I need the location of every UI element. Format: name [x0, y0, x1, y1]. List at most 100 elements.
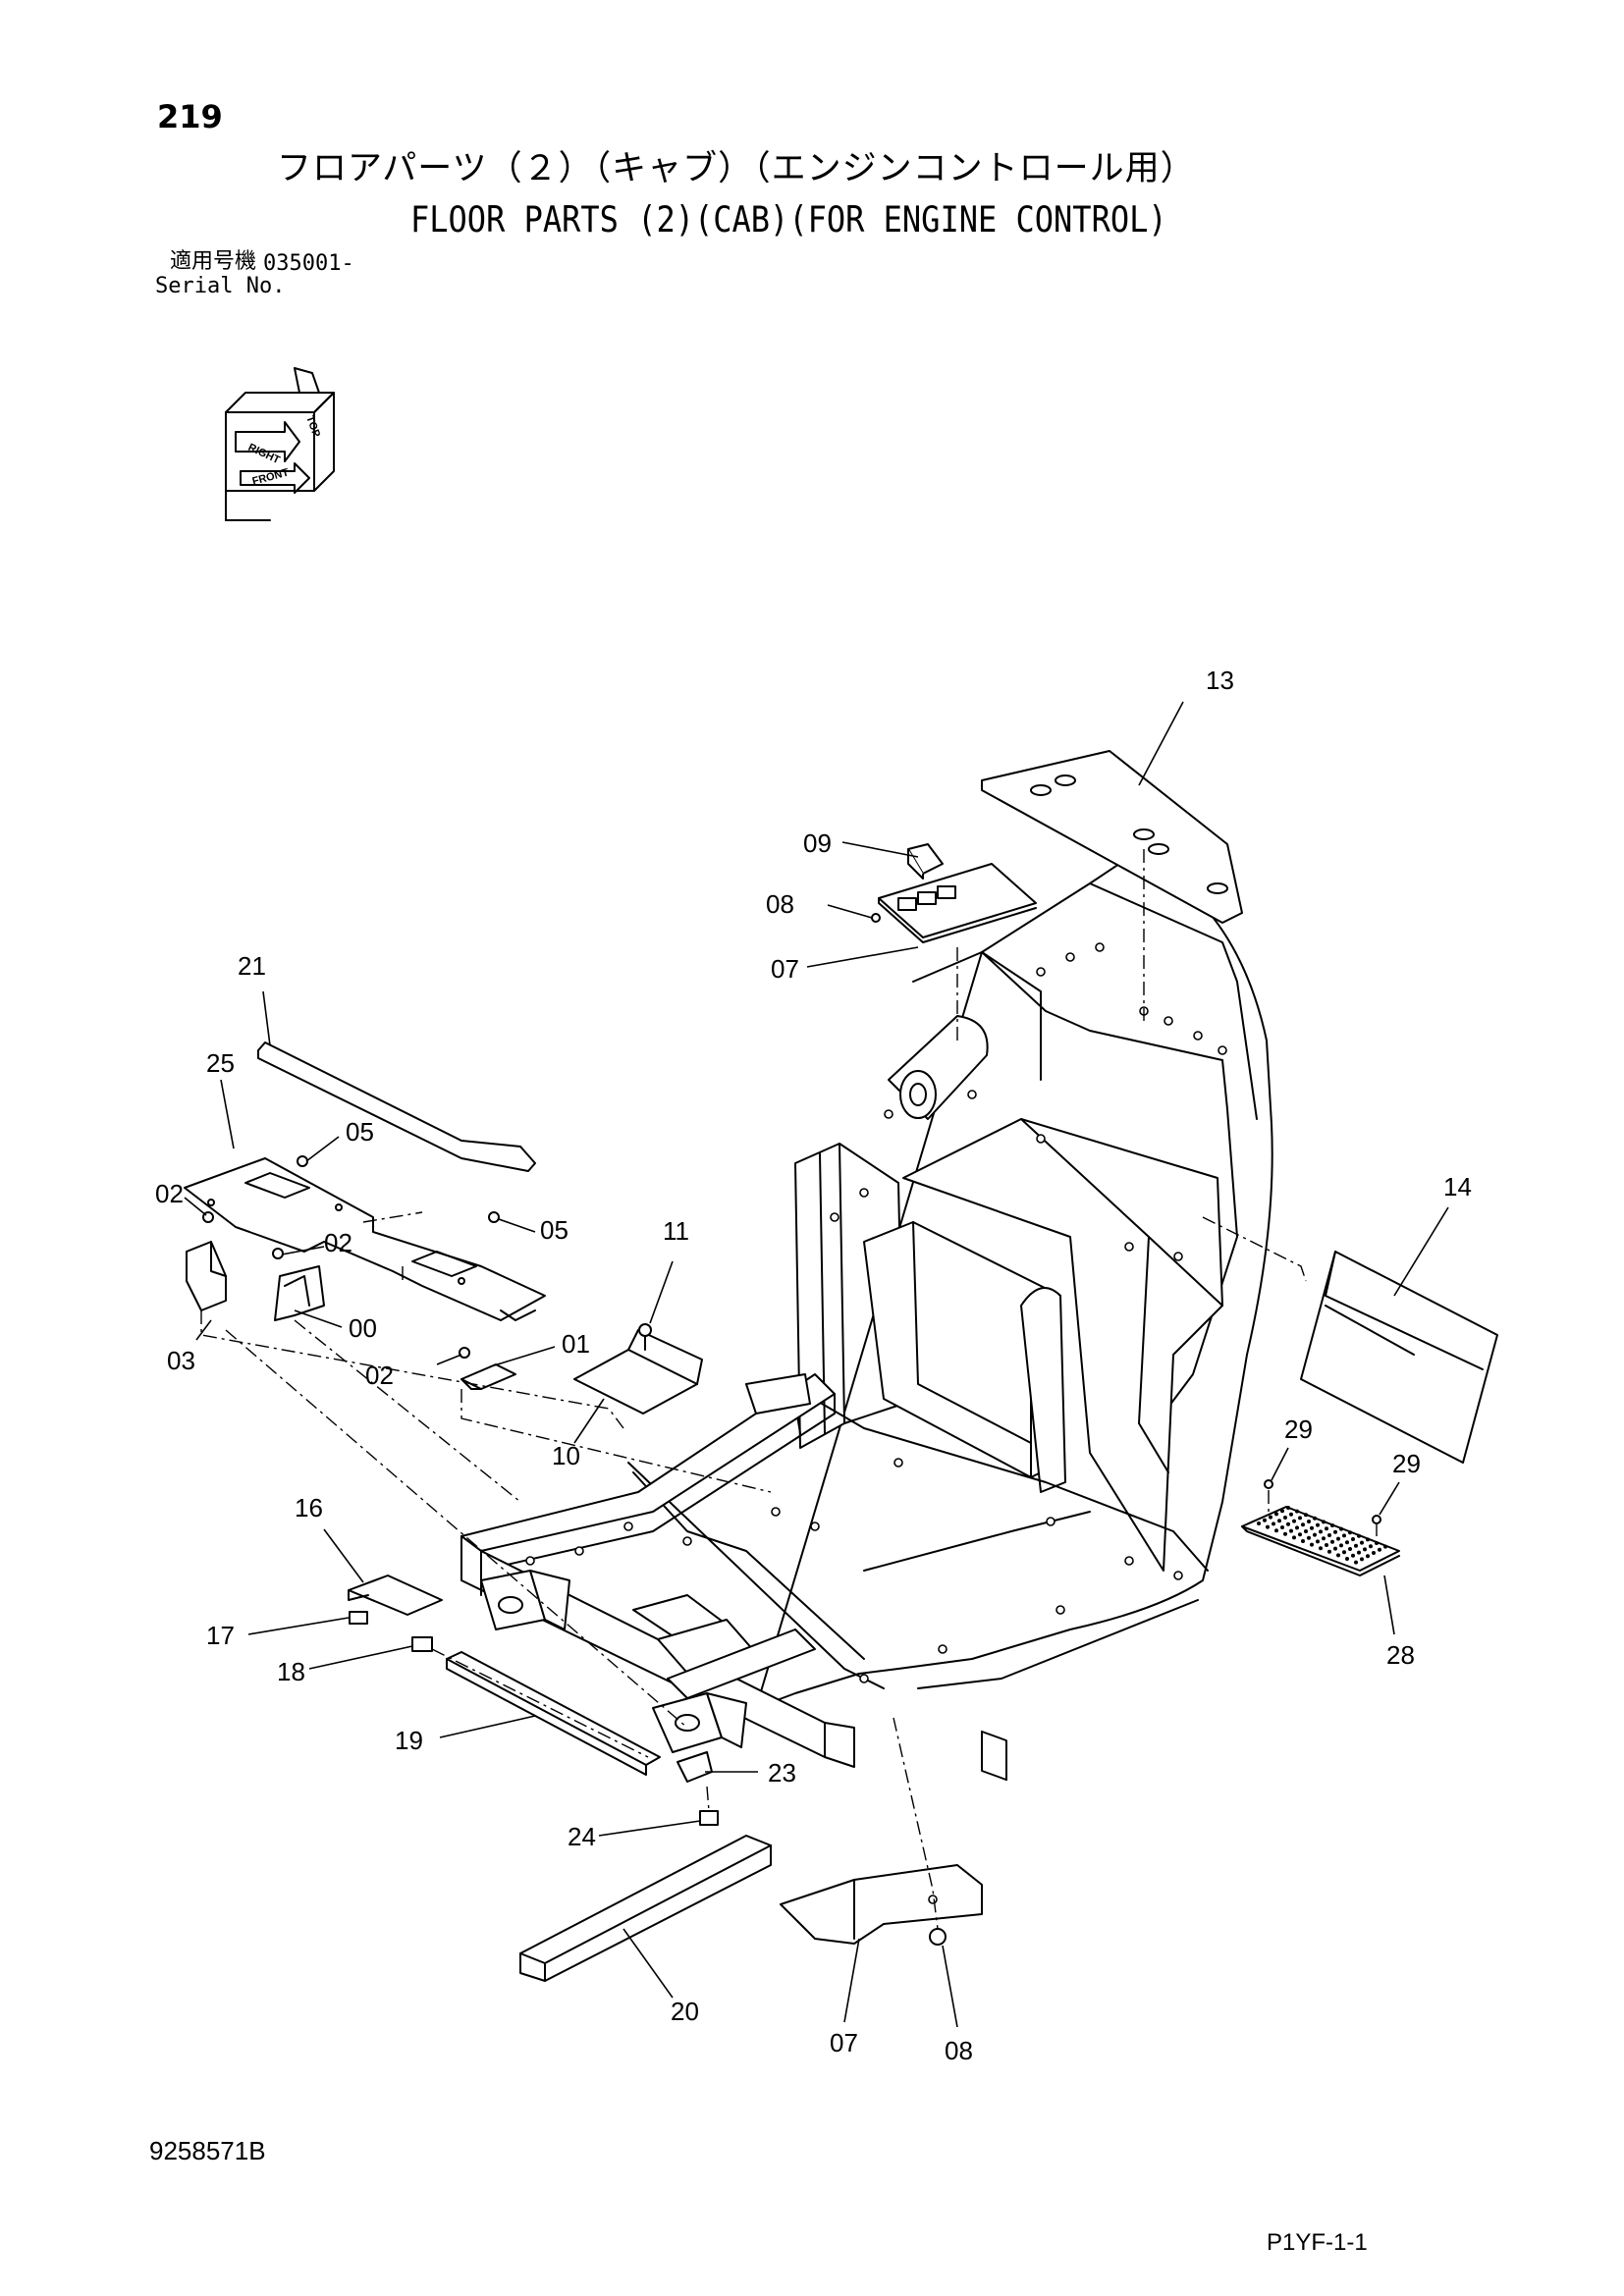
callout-08-lower: 08	[945, 2036, 973, 2065]
grating-hole	[1360, 1557, 1364, 1562]
leader-lines	[184, 701, 1449, 2028]
callout-14: 14	[1443, 1172, 1472, 1201]
grating-hole	[1327, 1533, 1331, 1537]
grating-hole	[1280, 1509, 1284, 1514]
callout-01: 01	[562, 1329, 590, 1359]
part-24-block	[699, 1810, 719, 1826]
callout-23: 23	[768, 1758, 796, 1788]
grating-hole	[1316, 1522, 1320, 1527]
grating-hole	[1319, 1546, 1323, 1551]
grating-hole	[1266, 1524, 1270, 1529]
grating-hole	[1348, 1530, 1352, 1535]
grating-hole	[1336, 1553, 1340, 1558]
title-english: FLOOR PARTS (2)(CAB)(FOR ENGINE CONTROL)	[410, 197, 1167, 241]
grating-hole	[1339, 1526, 1343, 1531]
callout-03: 03	[167, 1346, 195, 1375]
grating-hole	[1269, 1515, 1272, 1520]
grating-hole	[1366, 1554, 1370, 1559]
grating-hole	[1274, 1512, 1278, 1517]
grating-hole	[1375, 1541, 1379, 1545]
serial-value: 035001-	[263, 251, 354, 276]
grating-hole	[1313, 1532, 1317, 1537]
grating-hole	[1342, 1533, 1346, 1538]
drawing-number: 9258571B	[149, 2136, 266, 2165]
grating-hole	[1330, 1539, 1334, 1544]
grating-hole	[1307, 1520, 1311, 1523]
grating-hole	[1357, 1533, 1361, 1538]
grating-hole	[1345, 1557, 1349, 1561]
callout-07-lower: 07	[830, 2028, 858, 2057]
callout-00: 00	[349, 1313, 377, 1343]
grating-hole	[1307, 1535, 1311, 1540]
part-17-block	[349, 1611, 368, 1625]
grating-hole	[1316, 1539, 1320, 1544]
grating-hole	[1298, 1516, 1302, 1521]
part-16-bracket	[348, 1575, 443, 1616]
grating-hole	[1277, 1519, 1281, 1523]
part-07-09-plate	[871, 843, 1037, 943]
grating-hole	[1333, 1529, 1337, 1534]
grating-hole	[1257, 1522, 1261, 1525]
callout-05-right: 05	[540, 1215, 568, 1245]
grating-hole	[1366, 1537, 1370, 1542]
grating-hole	[1322, 1536, 1326, 1541]
callout-13: 13	[1206, 666, 1234, 695]
grating-hole	[1289, 1512, 1293, 1517]
grating-hole	[1286, 1522, 1290, 1526]
grating-hole	[1310, 1525, 1314, 1530]
grating-hole	[1354, 1560, 1358, 1565]
callout-02-lower: 02	[365, 1361, 394, 1390]
callout-05-upper: 05	[346, 1117, 374, 1147]
callout-labels: 13 09 08 07 21 25 05 02 02 05 03 00 11 0…	[155, 666, 1472, 2065]
grating-hole	[1351, 1553, 1355, 1558]
callout-08: 08	[766, 889, 794, 919]
deck-holes	[525, 942, 1227, 1683]
grating-hole	[1333, 1546, 1337, 1551]
grating-holes	[1257, 1506, 1387, 1565]
title-japanese: フロアパーツ（２）（キャブ）（エンジンコントロール用）	[277, 149, 1196, 188]
grating-hole	[1310, 1542, 1314, 1547]
grating-hole	[1372, 1551, 1376, 1555]
grating-hole	[1360, 1540, 1364, 1545]
grating-hole	[1295, 1525, 1299, 1530]
part-00-bracket	[272, 1248, 325, 1321]
callout-29-left: 29	[1284, 1415, 1313, 1444]
callout-10: 10	[552, 1441, 580, 1470]
grating-hole	[1348, 1547, 1352, 1551]
grating-hole	[1342, 1550, 1346, 1555]
callout-09: 09	[803, 828, 832, 858]
callout-21: 21	[238, 951, 266, 981]
part-28-grating	[1241, 1479, 1400, 1576]
callout-16: 16	[295, 1493, 323, 1522]
grating-hole	[1295, 1509, 1299, 1514]
page-code: P1YF-1-1	[1267, 2229, 1368, 2256]
floor-frame	[460, 853, 1273, 1782]
grating-hole	[1304, 1513, 1308, 1518]
callout-02-middle: 02	[324, 1228, 352, 1257]
grating-hole	[1292, 1535, 1296, 1540]
part-03-bracket	[186, 1211, 227, 1311]
grating-hole	[1383, 1544, 1387, 1549]
grating-hole	[1283, 1516, 1287, 1520]
part-11-bolt	[638, 1323, 652, 1351]
grating-hole	[1292, 1519, 1296, 1523]
grating-hole	[1283, 1531, 1287, 1536]
part-10-plate	[573, 1329, 703, 1415]
part-08-bolt-lower	[929, 1928, 947, 1946]
callout-18: 18	[277, 1657, 305, 1686]
grating-hole	[1301, 1539, 1305, 1543]
part-23-bracket	[677, 1751, 713, 1783]
page-number: 219	[157, 98, 223, 135]
part-13-cover	[981, 750, 1243, 924]
grating-hole	[1354, 1543, 1358, 1548]
grating-hole	[1378, 1547, 1381, 1552]
callout-20: 20	[671, 1997, 699, 2026]
grating-hole	[1272, 1522, 1275, 1526]
grating-hole	[1263, 1518, 1267, 1522]
part-20-bar	[519, 1835, 772, 1982]
serial-label-english: Serial No.	[155, 274, 286, 298]
callout-11: 11	[663, 1216, 689, 1246]
callout-17: 17	[206, 1621, 235, 1650]
grating-hole	[1319, 1529, 1323, 1534]
